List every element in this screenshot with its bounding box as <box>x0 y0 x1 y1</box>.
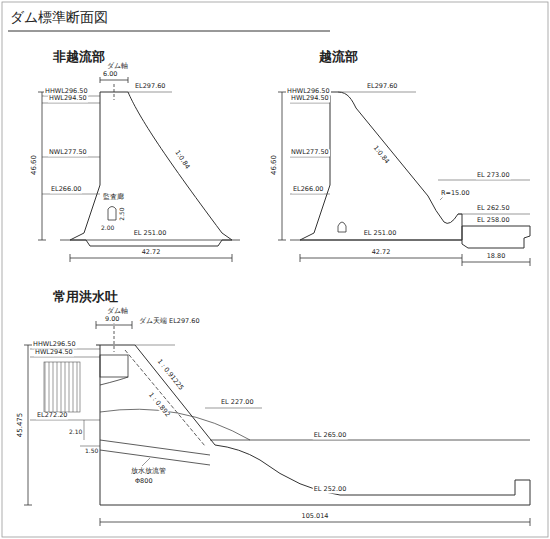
overflow-section <box>278 92 530 266</box>
dimension-label: 放水放流管 <box>130 468 167 475</box>
dimension-label: EL 227.00 <box>220 399 255 406</box>
dimension-label: EL 252.00 <box>313 486 348 493</box>
dimension-label: NWL277.50 <box>48 149 88 156</box>
dimension-label: EL272.20 <box>36 412 68 419</box>
dimension-label: 監査廊 <box>102 194 125 202</box>
dimension-label: 42.72 <box>141 249 162 256</box>
dimension-label: EL297.60 <box>366 83 398 90</box>
dimension-label: 1:0.84 <box>173 149 191 172</box>
dimension-label: 2.10 <box>68 429 83 436</box>
dimension-label: 1 : 0.892 <box>146 391 171 419</box>
section-heading: 越流部 <box>318 50 359 64</box>
dimension-label: HHWL296.50 <box>32 341 77 348</box>
dimension-label: 105.014 <box>301 513 330 520</box>
dimension-label: 1.50 <box>84 448 99 455</box>
title-underline <box>8 31 330 32</box>
dimension-label: EL266.00 <box>292 186 324 193</box>
dimension-label: 2.00 <box>100 225 115 232</box>
dimension-label: R=15.00 <box>440 190 471 197</box>
dimension-label: 42.72 <box>371 249 392 256</box>
dimension-label: 6.00 <box>102 71 118 78</box>
section-heading: 常用洪水吐 <box>52 290 119 304</box>
dimension-label: EL 251.00 <box>363 230 398 237</box>
dimension-label: HHWL296.50 <box>44 88 89 95</box>
dimension-label: 1:0.84 <box>371 144 391 166</box>
dimension-label: EL 265.00 <box>313 432 348 439</box>
dimension-label: HWL294.50 <box>48 95 88 102</box>
dimension-label: EL 251.00 <box>133 230 168 237</box>
section-heading: 非越流部 <box>52 50 106 64</box>
page-title: ダム標準断面図 <box>10 10 108 25</box>
dimension-label: 46.60 <box>271 154 279 176</box>
dimension-label: 9.00 <box>104 316 120 323</box>
non-overflow-section <box>38 77 240 262</box>
dimension-label: HWL294.50 <box>34 349 74 356</box>
dimension-label: ダム軸 <box>106 63 129 70</box>
dimension-label: EL 262.50 <box>476 205 511 212</box>
dimension-label: Φ800 <box>134 478 154 485</box>
dimension-label: EL297.60 <box>134 83 166 90</box>
dimension-label: EL266.00 <box>50 186 82 193</box>
dimension-label: 2.50 <box>119 206 126 221</box>
service-spillway-section <box>24 316 530 526</box>
dimension-label: 46.60 <box>31 154 39 176</box>
dimension-label: 18.80 <box>486 253 507 260</box>
dimension-label: ダム天端 EL297.60 <box>138 318 201 325</box>
dimension-label: HWL294.50 <box>290 95 330 102</box>
dimension-label: HHWL296.50 <box>286 88 331 95</box>
dimension-label: EL 273.00 <box>476 172 511 179</box>
dimension-label: 45.475 <box>17 412 25 439</box>
dimension-label: 1 : 0.91225 <box>155 357 185 392</box>
dimension-label: NWL277.50 <box>290 149 330 156</box>
dimension-label: EL 258.00 <box>476 217 511 224</box>
dimension-label: ダム軸 <box>106 308 129 315</box>
